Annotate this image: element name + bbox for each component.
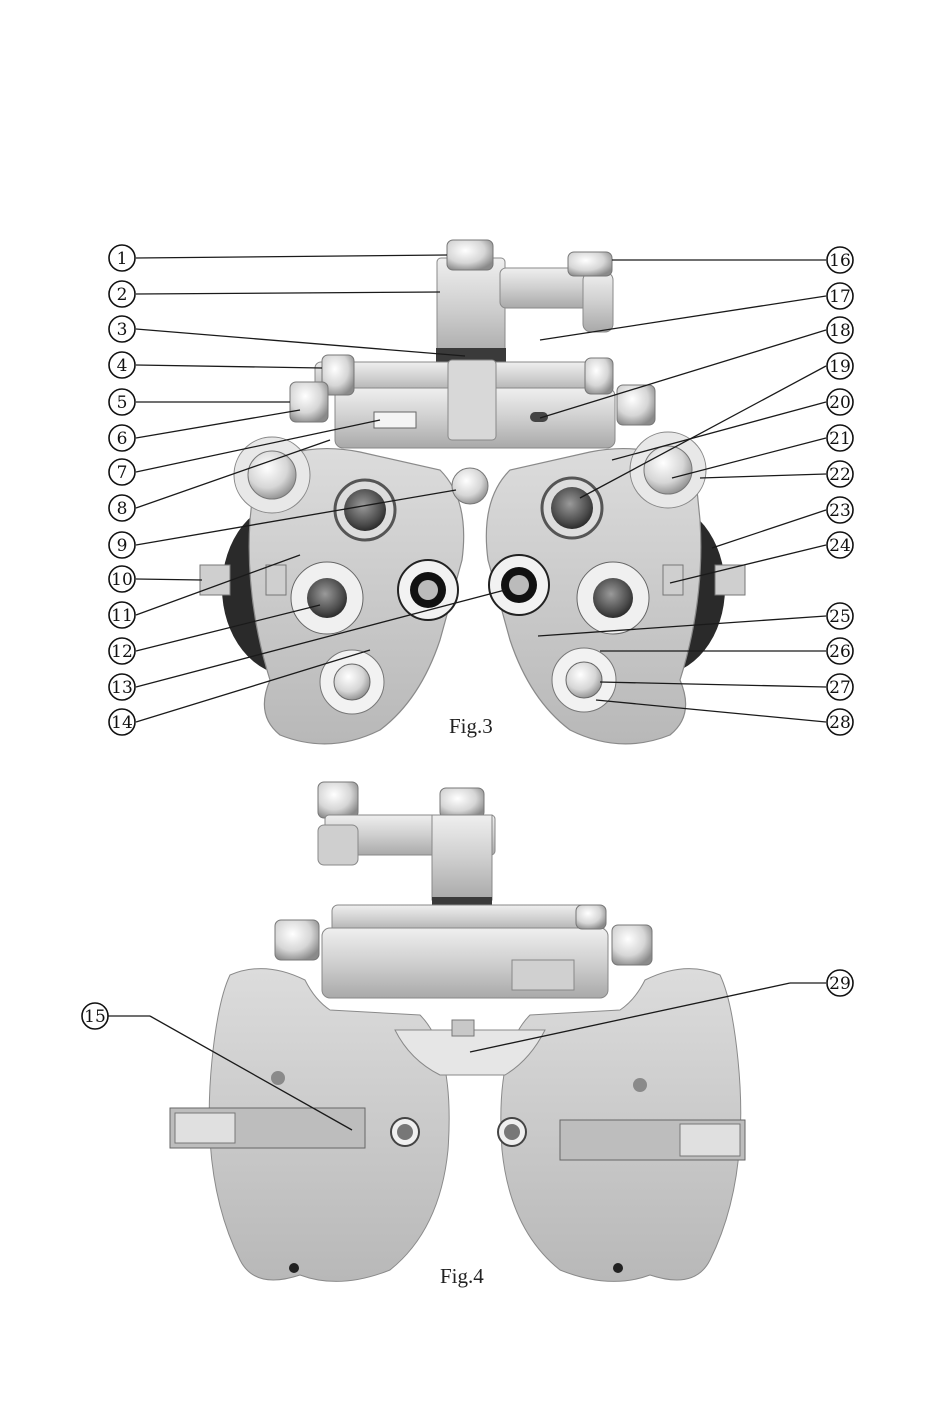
callout-3: 3 xyxy=(109,316,135,342)
callout-19: 19 xyxy=(827,353,853,379)
callout-27: 27 xyxy=(827,674,853,700)
fig3-caption: Fig.3 xyxy=(449,714,493,738)
callout-8: 8 xyxy=(109,495,135,521)
callout-20: 20 xyxy=(827,389,853,415)
callout-13: 13 xyxy=(109,674,135,700)
svg-text:17: 17 xyxy=(829,287,851,307)
callout-23: 23 xyxy=(827,497,853,523)
callout-22: 22 xyxy=(827,461,853,487)
callout-12: 12 xyxy=(109,638,135,664)
callout-9: 9 xyxy=(109,532,135,558)
svg-text:29: 29 xyxy=(829,974,851,994)
callout-17: 17 xyxy=(827,283,853,309)
callout-5: 5 xyxy=(109,389,135,415)
callout-21: 21 xyxy=(827,425,853,451)
callout-11: 11 xyxy=(109,602,135,628)
callout-26: 26 xyxy=(827,638,853,664)
svg-text:4: 4 xyxy=(117,356,128,376)
callout-29: 29 xyxy=(827,970,853,996)
svg-text:26: 26 xyxy=(829,642,851,662)
callout-1: 1 xyxy=(109,245,135,271)
callout-15: 15 xyxy=(82,1003,108,1029)
svg-text:18: 18 xyxy=(829,321,851,341)
svg-text:12: 12 xyxy=(111,642,133,662)
svg-text:28: 28 xyxy=(829,713,851,733)
svg-text:23: 23 xyxy=(829,501,851,521)
fig4-caption: Fig.4 xyxy=(440,1264,484,1288)
svg-text:14: 14 xyxy=(111,713,133,733)
svg-text:2: 2 xyxy=(117,285,128,305)
callout-25: 25 xyxy=(827,603,853,629)
callout-6: 6 xyxy=(109,425,135,451)
svg-text:21: 21 xyxy=(829,429,851,449)
svg-text:8: 8 xyxy=(117,499,128,519)
svg-text:16: 16 xyxy=(829,251,851,271)
callout-2: 2 xyxy=(109,281,135,307)
svg-text:15: 15 xyxy=(84,1007,106,1027)
svg-text:7: 7 xyxy=(117,463,128,483)
callout-28: 28 xyxy=(827,709,853,735)
callout-10: 10 xyxy=(109,566,135,592)
svg-text:22: 22 xyxy=(829,465,851,485)
svg-text:3: 3 xyxy=(117,320,128,340)
callout-7: 7 xyxy=(109,459,135,485)
fig3-callouts-left: 1 2 3 4 5 6 7 8 9 10 11 12 13 14 xyxy=(109,245,135,735)
svg-text:13: 13 xyxy=(111,678,133,698)
callout-14: 14 xyxy=(109,709,135,735)
callout-4: 4 xyxy=(109,352,135,378)
fig3-callouts-right: 16 17 18 19 20 21 22 23 24 25 26 27 28 xyxy=(827,247,853,735)
svg-text:25: 25 xyxy=(829,607,851,627)
svg-text:10: 10 xyxy=(111,570,133,590)
svg-text:19: 19 xyxy=(829,357,851,377)
svg-text:27: 27 xyxy=(829,678,851,698)
svg-text:11: 11 xyxy=(111,606,133,626)
svg-text:5: 5 xyxy=(117,393,128,413)
fig3-device xyxy=(200,240,745,744)
fig4-device xyxy=(170,782,745,1281)
callout-18: 18 xyxy=(827,317,853,343)
svg-text:1: 1 xyxy=(117,249,128,269)
svg-text:9: 9 xyxy=(117,536,128,556)
svg-text:24: 24 xyxy=(829,536,851,556)
callout-16: 16 xyxy=(827,247,853,273)
svg-text:20: 20 xyxy=(829,393,851,413)
callout-24: 24 xyxy=(827,532,853,558)
svg-text:6: 6 xyxy=(117,429,128,449)
